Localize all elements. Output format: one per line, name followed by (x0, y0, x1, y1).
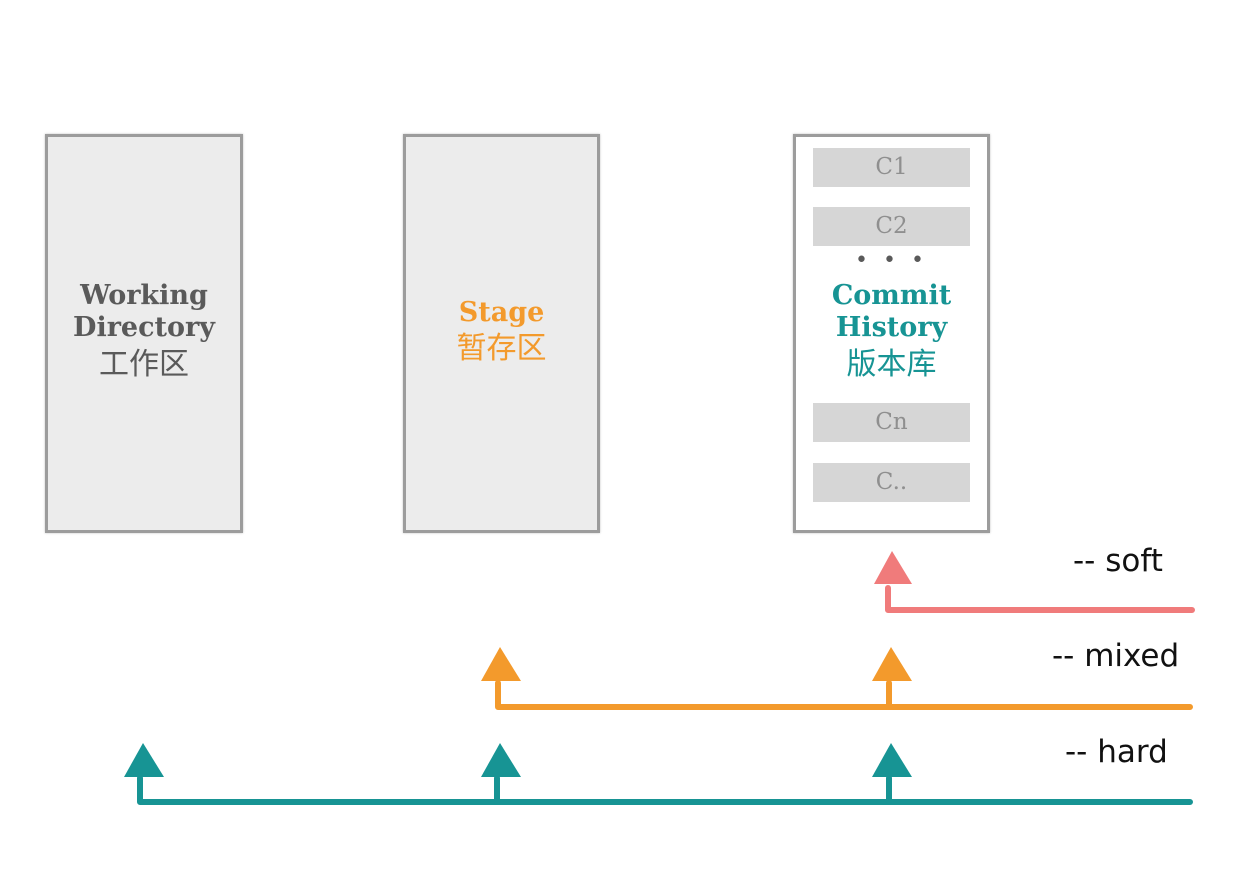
commit-history-title-line1: Commit (831, 280, 952, 311)
mixed-arrowhead-stage (481, 647, 521, 681)
working-directory-box: Working Directory 工作区 (45, 134, 243, 533)
commit-c2: C2 (813, 207, 970, 246)
working-directory-title-zh: 工作区 (99, 346, 189, 382)
commit-c1: C1 (813, 148, 970, 187)
soft-mode-label: -- soft (1073, 543, 1163, 579)
stage-title: Stage (458, 297, 545, 328)
stage-label: Stage 暂存区 (406, 297, 597, 367)
stage-title-zh: 暂存区 (456, 331, 547, 367)
commit-ellipsis: • • • (855, 248, 928, 273)
soft-arrowhead (874, 551, 912, 584)
commit-history-label: Commit History 版本库 (796, 280, 987, 383)
commit-history-title-line2: History (835, 312, 948, 344)
mixed-line (495, 680, 1193, 710)
working-directory-title-line1: Working (80, 280, 208, 311)
commit-cn: Cn (813, 403, 970, 442)
soft-arrow-group (874, 551, 1195, 613)
hard-arrowhead-history (872, 743, 912, 777)
mixed-mode-label: -- mixed (1052, 638, 1180, 674)
hard-arrowhead-working (124, 743, 164, 777)
soft-line (885, 585, 1195, 613)
hard-arrow-group (124, 743, 1193, 805)
commit-history-title-zh: 版本库 (846, 346, 937, 382)
commit-history-box: C1 C2 • • • Commit History 版本库 Cn C.. (793, 134, 990, 533)
working-directory-label: Working Directory 工作区 (48, 280, 240, 383)
hard-line (137, 775, 1193, 805)
mixed-arrow-group (481, 647, 1193, 710)
commit-cx: C.. (813, 463, 970, 502)
working-directory-title-line2: Directory (73, 312, 215, 344)
stage-box: Stage 暂存区 (403, 134, 600, 533)
mixed-arrowhead-history (872, 647, 912, 681)
hard-mode-label: -- hard (1065, 734, 1168, 770)
hard-arrowhead-stage (481, 743, 521, 777)
